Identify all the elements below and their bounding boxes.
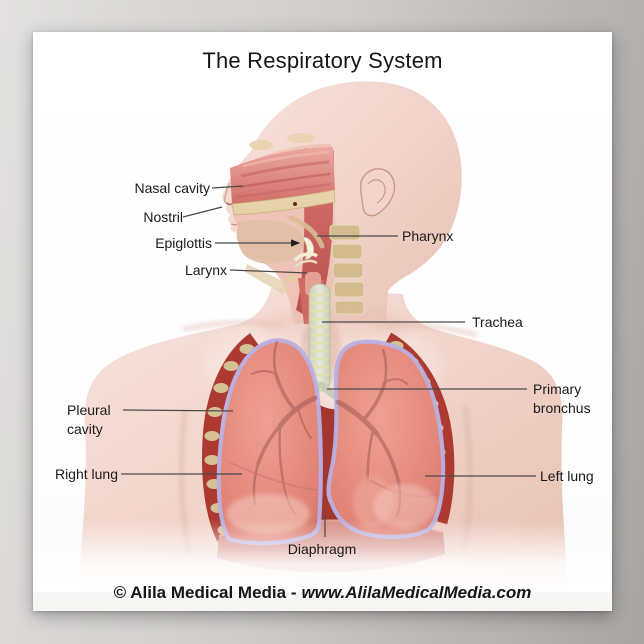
label-right-lung: Right lung xyxy=(54,466,118,482)
poster: The Respiratory System xyxy=(33,32,612,611)
vocal-fold-band-1 xyxy=(293,252,318,262)
trachea-tube xyxy=(308,283,331,392)
leader-pleural-cavity xyxy=(122,409,234,412)
leader-nasal-cavity xyxy=(211,185,244,189)
label-primary-bronchus: Primary bronchus xyxy=(533,381,591,416)
label-nostril: Nostril xyxy=(143,209,183,225)
label-left-lung: Left lung xyxy=(540,468,594,484)
nasal-turbinate-1 xyxy=(240,160,330,178)
hard-palate xyxy=(231,189,336,216)
soft-palate xyxy=(288,215,325,249)
left-lung-sheen xyxy=(373,484,437,528)
frontal-bone-patch xyxy=(249,140,273,150)
label-larynx: Larynx xyxy=(184,262,227,278)
label-trachea: Trachea xyxy=(472,314,523,330)
respiratory-system-illustration xyxy=(33,81,612,592)
nasal-highlight xyxy=(242,150,330,168)
label-epiglottis: Epiglottis xyxy=(155,235,212,251)
credit-copyright: © Alila Medical Media - xyxy=(113,583,297,602)
nasal-turbinate-3 xyxy=(236,182,332,199)
label-diaphragm: Diaphragm xyxy=(287,541,357,557)
label-pleural-cavity: Pleural cavity xyxy=(67,402,111,437)
page-title: The Respiratory System xyxy=(202,48,443,73)
nasal-cavity-region xyxy=(230,147,335,204)
left-lung xyxy=(326,339,446,540)
nasal-turbinate-2 xyxy=(238,172,331,189)
tongue xyxy=(236,220,304,264)
eustachian-opening-dot xyxy=(293,202,297,206)
credit-url: www.AlilaMedicalMedia.com xyxy=(301,583,532,602)
leader-lines xyxy=(121,185,536,537)
leader-nostril xyxy=(182,206,223,218)
right-lung-fissure xyxy=(228,461,318,491)
head-sagittal-section xyxy=(230,133,365,324)
label-pharynx: Pharynx xyxy=(402,228,454,244)
bottom-fade xyxy=(33,520,612,592)
leader-larynx xyxy=(229,269,308,274)
nose-bridge-line xyxy=(224,182,231,204)
ear xyxy=(360,168,396,217)
vocal-fold-band-2 xyxy=(294,259,318,268)
sphenoid-patch xyxy=(287,133,315,143)
hyoid-bone xyxy=(285,275,297,283)
credit-line: © Alila Medical Media -www.AlilaMedicalM… xyxy=(33,583,612,603)
label-nasal-cavity: Nasal cavity xyxy=(134,180,210,196)
